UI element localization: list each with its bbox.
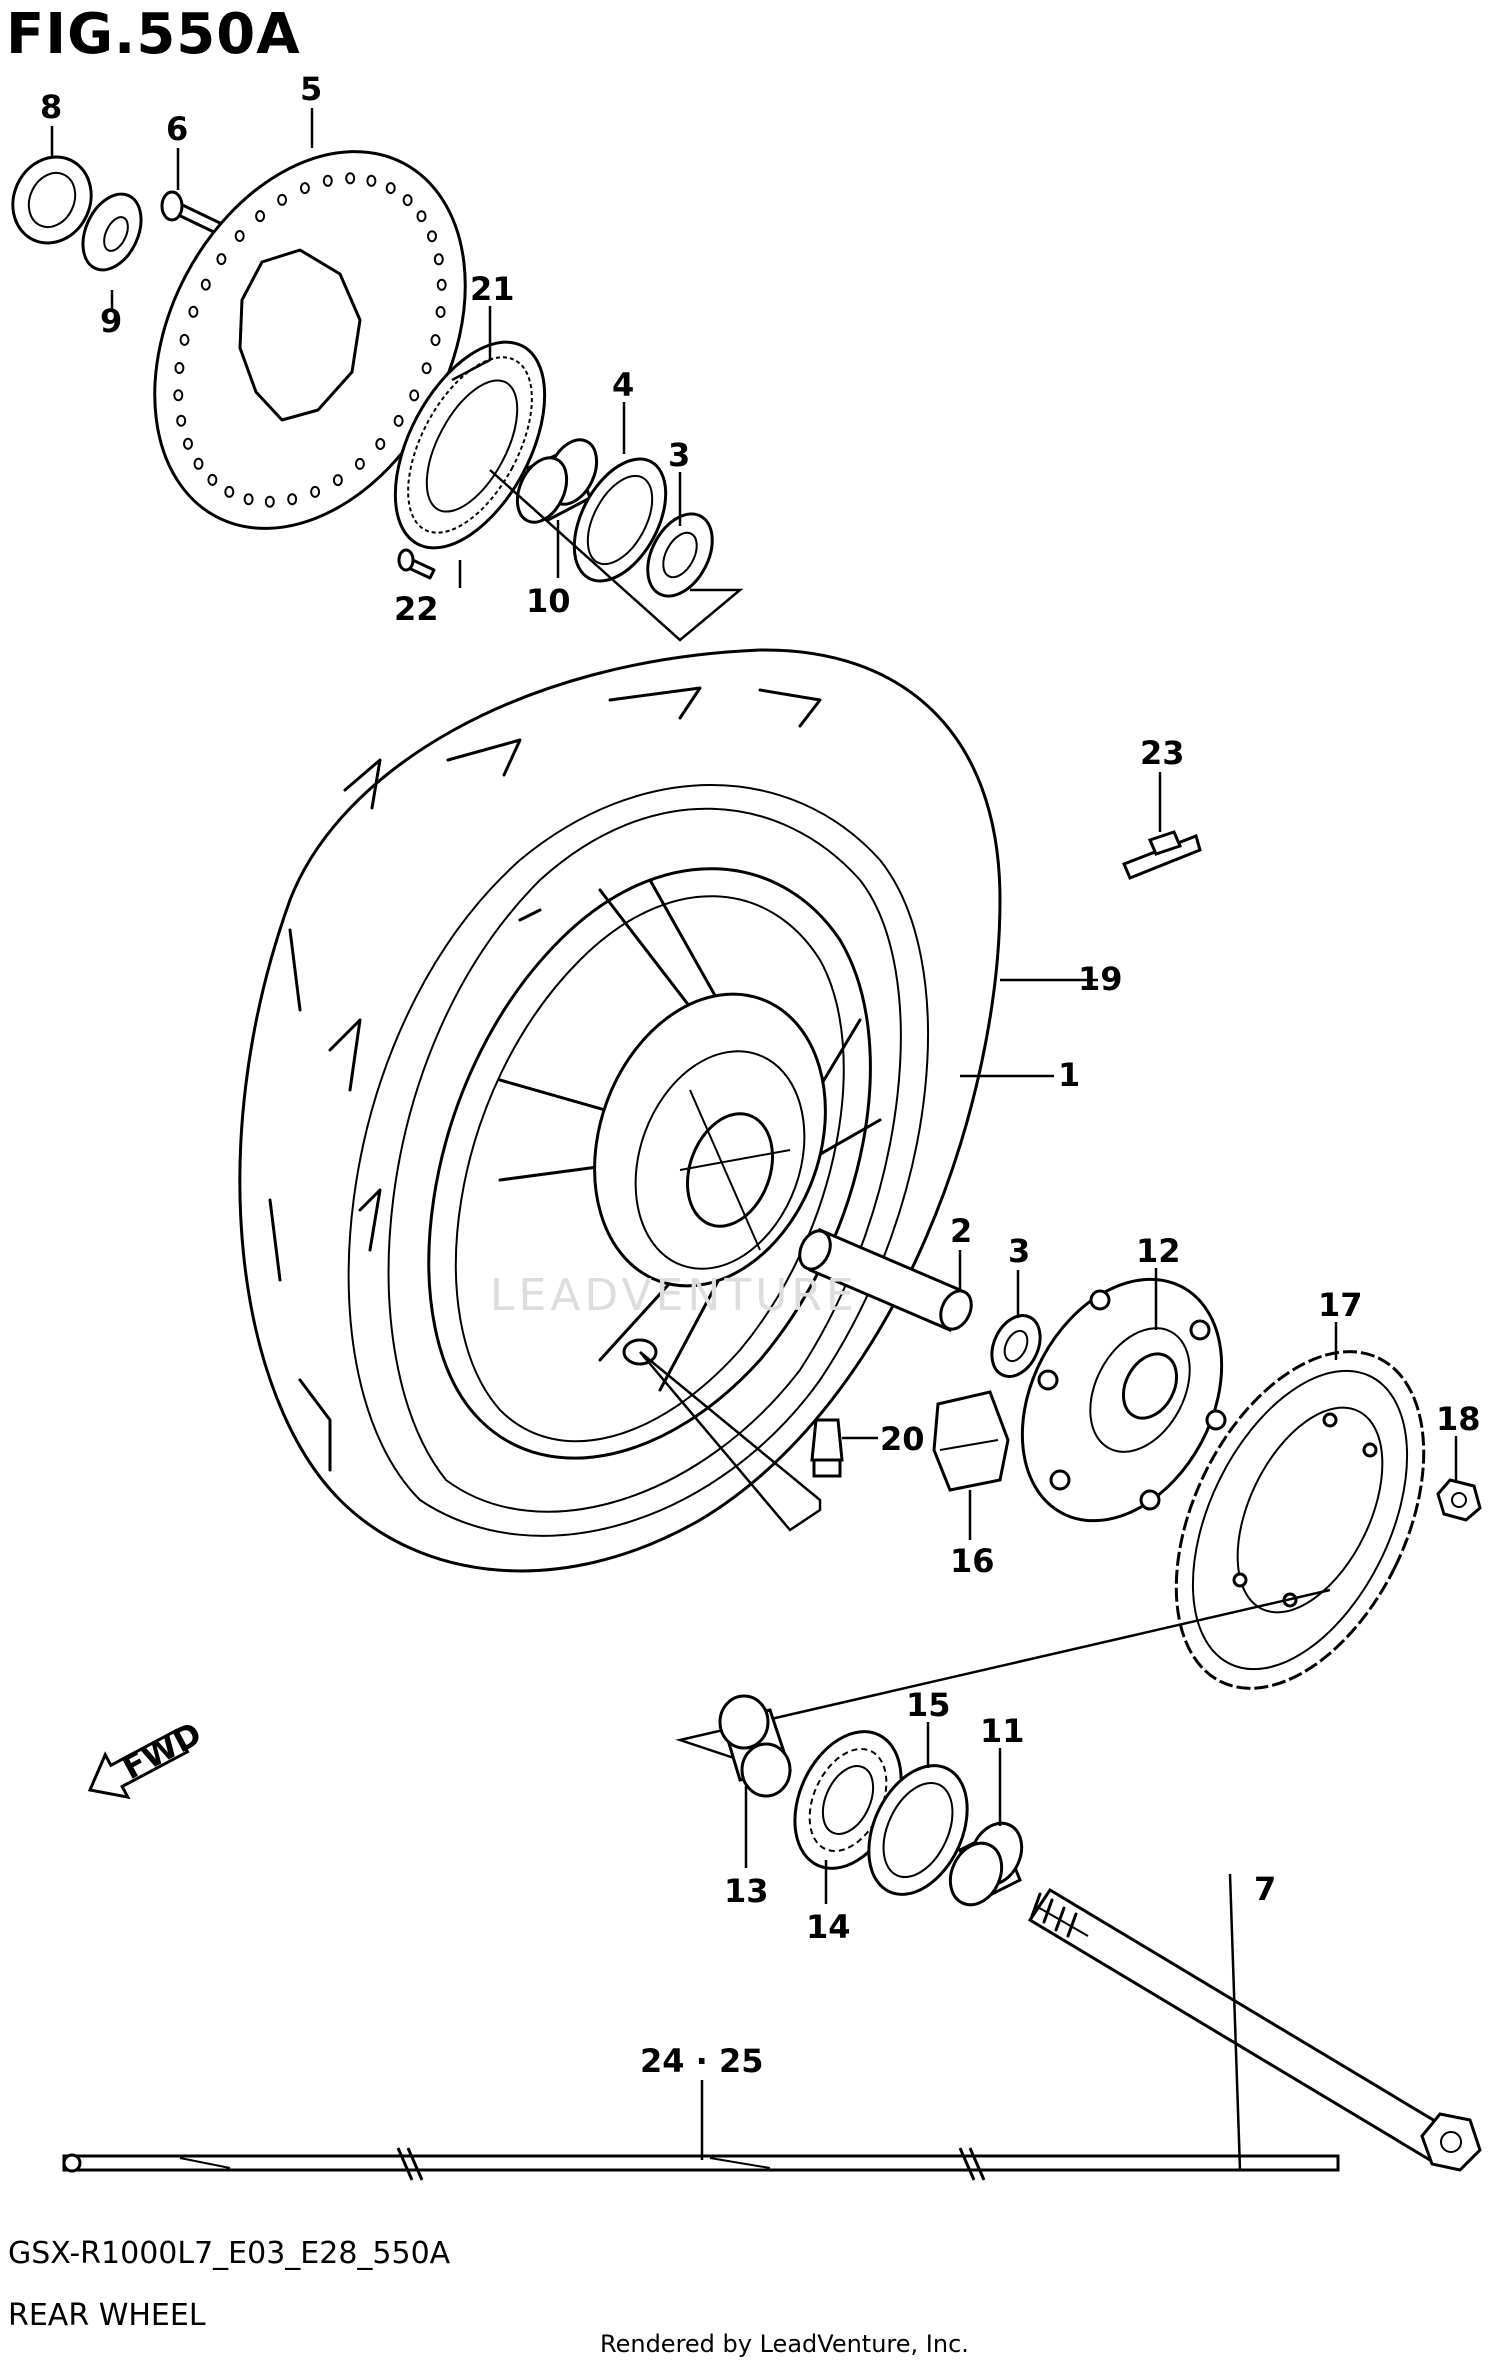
part-4-oil-seal — [572, 457, 668, 583]
callout-12: 12 — [1136, 1232, 1181, 1270]
part-13-spacer — [718, 1694, 792, 1798]
disc-hole — [173, 389, 184, 402]
diagram-name: REAR WHEEL — [8, 2298, 206, 2333]
model-code: GSX-R1000L7_E03_E28_550A — [8, 2236, 451, 2271]
disc-hole — [224, 485, 235, 498]
fwd-label: FWD — [116, 1714, 208, 1787]
disc-hole — [176, 414, 187, 427]
disc-hole — [193, 457, 204, 470]
disc-hole — [402, 194, 413, 207]
disc-hole — [375, 438, 386, 450]
disc-hole — [366, 174, 377, 187]
part-20-valve — [810, 1418, 844, 1478]
callout-13: 13 — [724, 1872, 769, 1910]
disc-hole — [322, 174, 333, 187]
axis-line-upper — [489, 469, 744, 642]
part-10-spacer — [515, 438, 599, 524]
callout-11: 11 — [980, 1712, 1025, 1750]
disc-hole — [421, 362, 432, 375]
callout-20: 20 — [880, 1420, 925, 1458]
disc-hole — [435, 306, 446, 318]
leader-lines — [50, 108, 1458, 2171]
part-11-spacer — [948, 1821, 1024, 1907]
callout-5: 5 — [300, 70, 322, 108]
disc-hole — [216, 253, 227, 266]
disc-hole — [409, 389, 420, 402]
callout-24-25: 24 · 25 — [640, 2042, 764, 2080]
part-6-bolt — [160, 190, 224, 236]
part-22-bolt — [397, 548, 436, 580]
part-21-sensor-rotor — [393, 340, 547, 550]
disc-hole — [299, 182, 310, 195]
disc-hole — [183, 437, 193, 450]
callout-9: 9 — [100, 302, 122, 340]
fwd-arrow-icon: FWD — [87, 1714, 208, 1800]
disc-hole — [393, 414, 404, 427]
part-3-bearing-left — [646, 512, 714, 598]
part-15-oil-seal — [867, 1764, 969, 1896]
disc-hole — [234, 230, 245, 242]
disc-hole — [277, 193, 288, 206]
part-3-bearing-right — [990, 1314, 1042, 1378]
disc-hole — [174, 362, 185, 374]
callout-10: 10 — [526, 582, 571, 620]
watermark: LEADVENTURE — [490, 1270, 858, 1321]
callout-3-upper: 3 — [668, 436, 690, 474]
callout-2: 2 — [950, 1212, 972, 1250]
disc-hole — [430, 334, 441, 347]
callout-22: 22 — [394, 590, 439, 628]
disc-hole — [416, 210, 427, 223]
part-1-rear-wheel — [427, 867, 882, 1532]
part-16-damper — [932, 1390, 1010, 1492]
disc-hole — [255, 210, 266, 223]
disc-hole — [354, 457, 365, 470]
part-18-nut — [1436, 1478, 1482, 1522]
part-8-oil-seal — [11, 155, 93, 245]
disc-hole — [287, 493, 298, 506]
callout-19: 19 — [1078, 960, 1123, 998]
callout-18: 18 — [1436, 1400, 1481, 1438]
rendered-by-credit: Rendered by LeadVenture, Inc. — [600, 2330, 969, 2358]
disc-hole — [200, 278, 211, 291]
callout-15: 15 — [906, 1686, 951, 1724]
callout-4: 4 — [612, 366, 634, 404]
callout-21: 21 — [470, 270, 515, 308]
axis-line-lower — [675, 1588, 1331, 1762]
disc-hole — [310, 485, 321, 498]
part-23-balancer-weight — [1122, 830, 1202, 880]
disc-hole — [433, 253, 444, 266]
disc-hole — [332, 474, 343, 487]
part-24-25-cable-tie — [62, 2147, 1340, 2181]
callout-labels: 8 6 5 9 21 4 3 10 22 23 19 1 2 3 12 17 1… — [40, 70, 1481, 2080]
figure-title: FIG.550A — [6, 2, 301, 67]
disc-hole — [427, 230, 437, 243]
disc-hole — [385, 182, 396, 195]
disc-hole — [345, 172, 356, 185]
callout-8: 8 — [40, 88, 62, 126]
part-2-spacer — [798, 1227, 973, 1333]
callout-23: 23 — [1140, 734, 1185, 772]
part-12-sprocket-mounting-drum — [1020, 1277, 1227, 1523]
callout-3-lower: 3 — [1008, 1232, 1030, 1270]
disc-hole — [207, 473, 218, 486]
disc-hole — [436, 278, 447, 291]
callout-17: 17 — [1318, 1286, 1363, 1324]
callout-16: 16 — [950, 1542, 995, 1580]
disc-hole — [179, 333, 190, 346]
part-7-axle — [1027, 1887, 1482, 2172]
callout-6: 6 — [166, 110, 188, 148]
disc-hole — [243, 493, 254, 506]
callout-7: 7 — [1254, 1870, 1276, 1908]
callout-14: 14 — [806, 1908, 851, 1946]
callout-1: 1 — [1058, 1056, 1080, 1094]
disc-hole — [264, 495, 275, 508]
part-9-washer — [81, 192, 143, 272]
disc-hole — [188, 305, 199, 318]
